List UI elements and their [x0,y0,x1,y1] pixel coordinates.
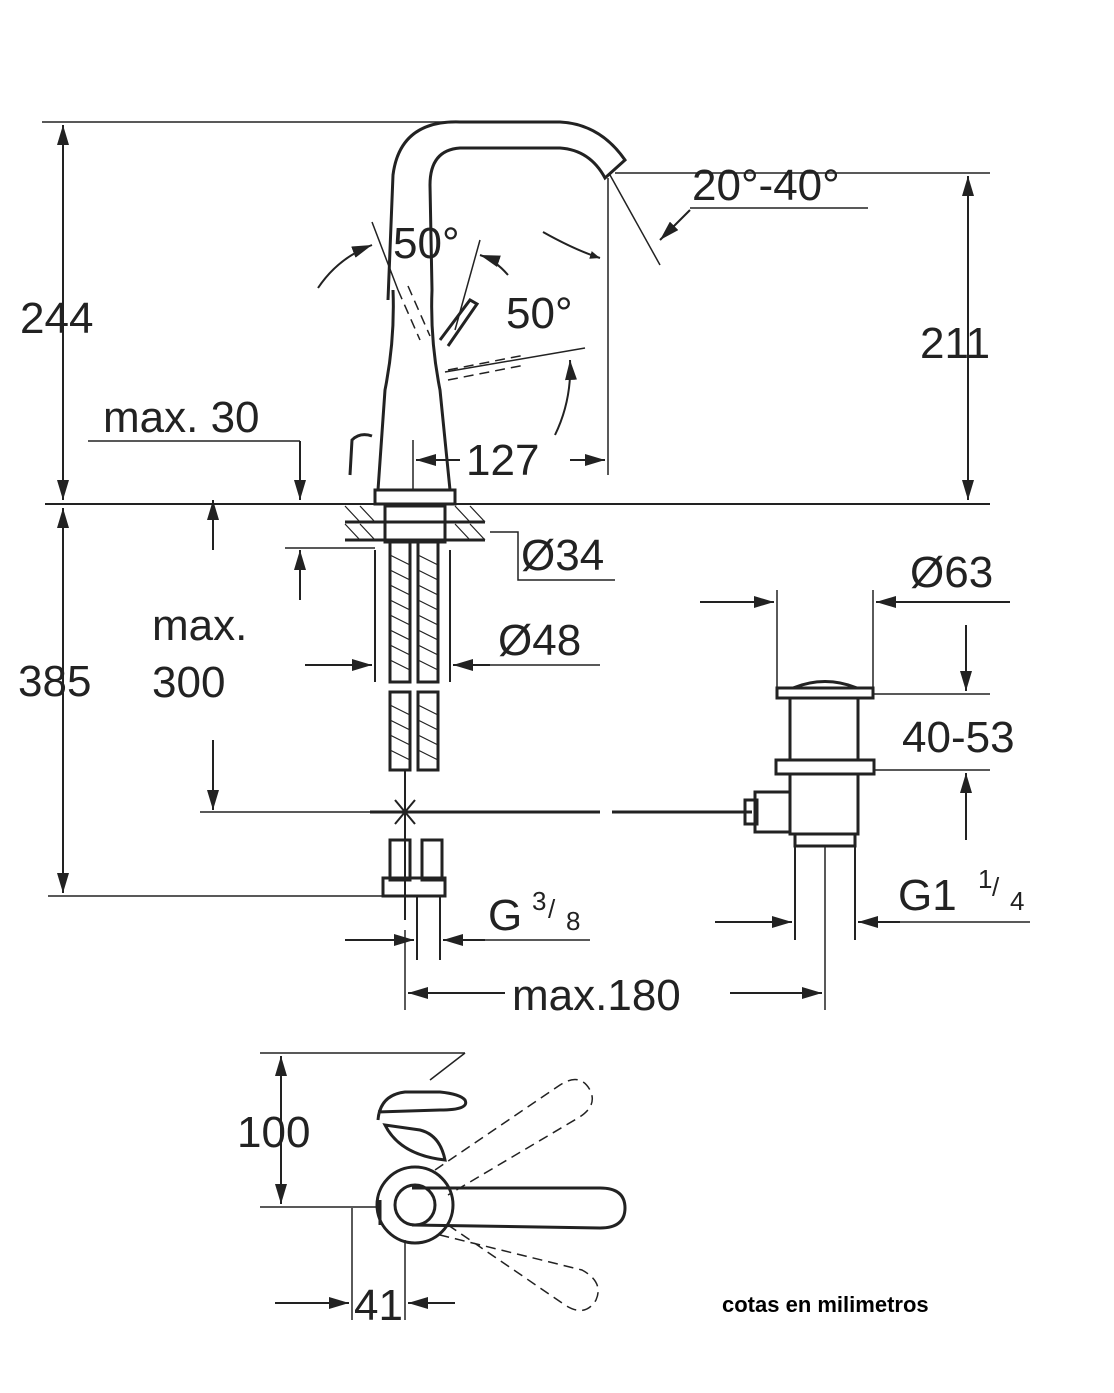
dim-waste-distance: max.180 [404,930,822,1020]
dim-hose-max: max. 300 [152,547,400,813]
svg-text:/: / [992,872,1000,902]
connection-num: 3 [532,886,546,916]
waste-thread-num: 1 [978,864,992,894]
dim-base-diameter: Ø34 [490,531,615,581]
hose-clearance-label: Ø48 [498,616,581,665]
dim-waste-range: 40-53 [873,625,1015,840]
dim-hose-clearance: Ø48 [305,616,600,671]
hose-max-line1: max. [152,601,247,650]
dim-211: 211 [920,176,990,500]
dim-385: 385 [18,508,390,897]
connection-den: 8 [566,906,580,936]
dim-connection-thread: G 3 / 8 [345,886,590,946]
dim-100: 100 [237,1056,310,1204]
mounting-assembly [344,504,486,960]
faucet-top-view [260,1052,627,1312]
lever-angle-right-label: 50° [506,289,573,338]
waste-valve [743,680,876,1010]
dim-244-label: 244 [20,294,93,343]
dim-lever-angle-right: 50° [444,289,586,436]
dim-385-label: 385 [18,657,91,706]
dim-spout-reach: 127 [412,436,605,490]
dim-244: 244 [20,125,93,500]
waste-distance-label: max.180 [512,971,681,1020]
lever-angle-left-label: 50° [393,219,460,268]
units-footnote: cotas en milimetros [722,1292,929,1317]
waste-thread-prefix: G1 [898,871,957,920]
waste-range-label: 40-53 [902,713,1015,762]
dim-lever-angle-left: 50° [317,219,509,331]
dim-deck-thickness: max. 30 [88,393,306,550]
connection-prefix: G [488,891,522,940]
waste-thread-den: 4 [1010,886,1024,916]
dim-waste-thread: G1 1 / 4 [715,864,1030,928]
dim-100-label: 100 [237,1108,310,1157]
svg-text:/: / [548,894,556,924]
dim-211-label: 211 [920,319,990,368]
base-diameter-label: Ø34 [521,531,604,580]
dim-spout-angle: 20°-40° [609,161,868,266]
waste-diameter-label: Ø63 [910,548,993,597]
dim-41: 41 [275,1208,455,1330]
deck-thickness-label: max. 30 [103,393,260,442]
spout-reach-label: 127 [466,436,539,485]
faucet-side-view [348,120,627,506]
spout-angle-label: 20°-40° [692,161,840,210]
popup-rod [370,799,752,825]
dim-41-label: 41 [354,1281,403,1330]
dim-waste-diameter: Ø63 [700,548,1010,688]
hose-max-line2: 300 [152,658,225,707]
